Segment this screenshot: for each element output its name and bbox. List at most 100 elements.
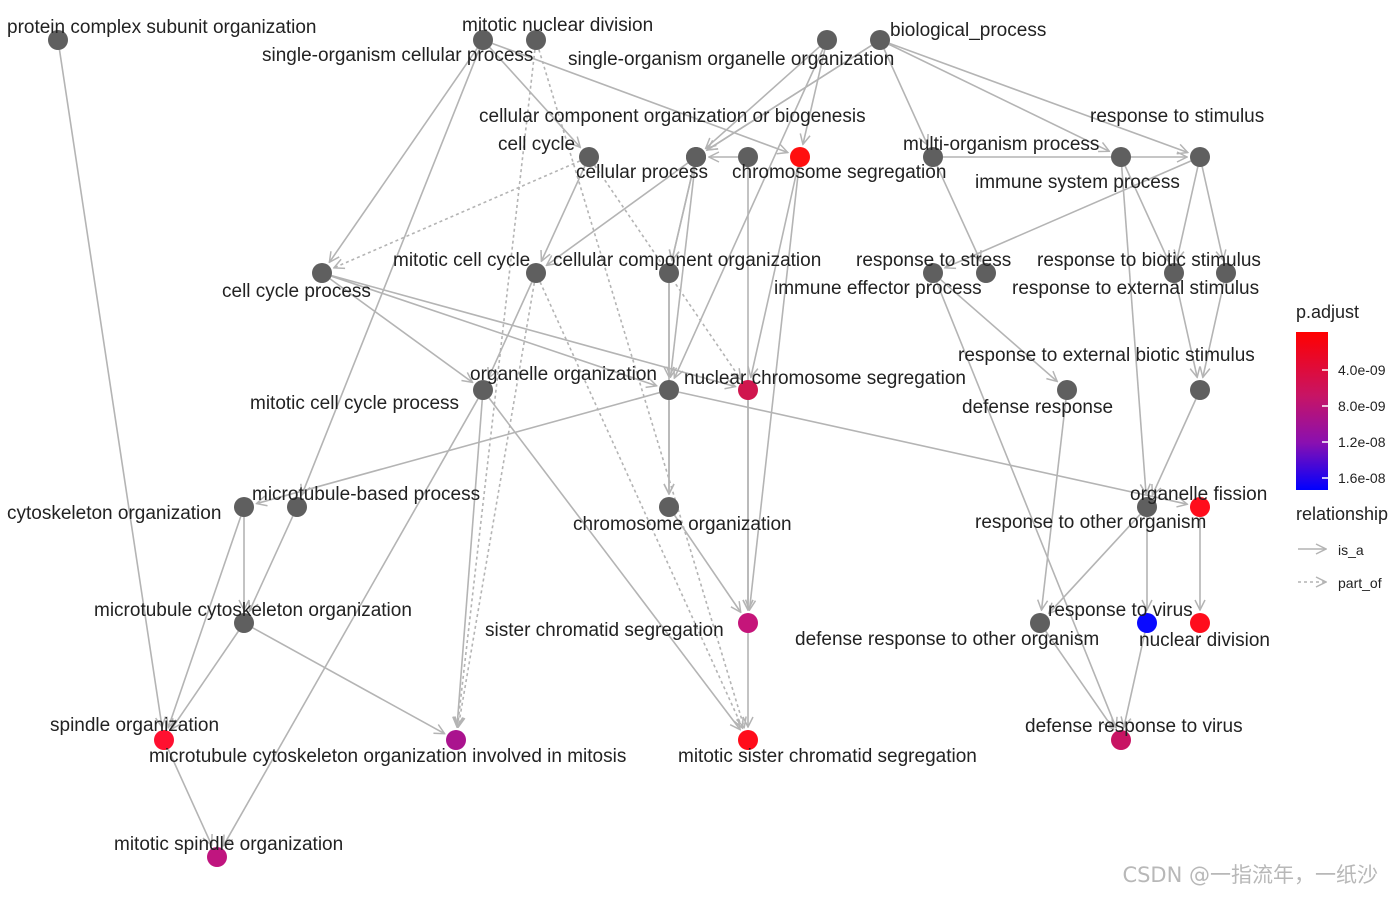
node-iep: [976, 263, 996, 283]
node-ncs: [738, 380, 758, 400]
node-label-mscs: mitotic sister chromatid segregation: [678, 746, 977, 767]
node-label-rts: response to stimulus: [1090, 106, 1264, 127]
node-label-scs: sister chromatid segregation: [485, 620, 724, 641]
node-cp: [686, 147, 706, 167]
node-label-mcc: mitotic cell cycle: [393, 250, 530, 271]
node-label-iep: immune effector process: [774, 278, 982, 299]
node-label-mbp: microtubule-based process: [252, 484, 480, 505]
node-bp: [870, 30, 890, 50]
node-mnd: [526, 30, 546, 50]
edge-is-a: [168, 516, 242, 727]
node-socp: [473, 30, 493, 50]
node-mop: [1111, 147, 1131, 167]
node-label-oo: organelle organization: [470, 364, 657, 385]
node-label-rtst: response to stress: [856, 250, 1011, 271]
edge-is-a: [252, 627, 445, 734]
node-mco: [234, 613, 254, 633]
edge-is-a: [1152, 398, 1197, 495]
node-label-rtes: response to external stimulus: [1012, 278, 1259, 299]
node-mcc: [526, 263, 546, 283]
edge-is-a: [167, 748, 212, 845]
edge-is-a: [58, 49, 162, 727]
node-label-drtv: defense response to virus: [1025, 716, 1243, 737]
node-nd: [1190, 613, 1210, 633]
node-label-ncs: nuclear chromosome segregation: [684, 368, 966, 389]
node-label-mccp: mitotic cell cycle process: [250, 393, 459, 414]
edge-is-a: [707, 44, 872, 150]
node-rtoo: [1137, 497, 1157, 517]
node-label-rtoo: response to other organism: [975, 512, 1206, 533]
edge-is-a: [935, 281, 1116, 728]
node-rtst: [923, 263, 943, 283]
edge-is-a: [541, 165, 586, 261]
node-label-mop: multi-organism process: [903, 134, 1099, 155]
node-label-drtoo: defense response to other organism: [795, 629, 1099, 650]
edge-is-a: [1203, 282, 1225, 378]
edge-is-a: [1045, 630, 1114, 729]
edge-is-a: [488, 281, 533, 378]
node-label-socp: single-organism cellular process: [262, 45, 533, 66]
edge-is-a: [1201, 166, 1223, 261]
edge-is-a: [489, 46, 581, 147]
legend-tick-label: 4.0e-09: [1338, 362, 1386, 378]
node-scs: [738, 613, 758, 633]
node-rts: [1190, 147, 1210, 167]
edge-is-a: [257, 391, 660, 504]
node-label-mnd: mitotic nuclear division: [462, 15, 653, 36]
edge-is-a: [883, 48, 928, 145]
edge-is-a: [329, 278, 472, 382]
edge-is-a: [249, 515, 294, 611]
edge-is-a: [329, 47, 478, 262]
edge-is-a: [223, 398, 479, 846]
node-label-cs: chromosome segregation: [732, 162, 946, 183]
node-label-so: spindle organization: [50, 715, 219, 736]
legend: p.adjust 4.0e-09 8.0e-09 1.2e-08 1.6e-08…: [1296, 302, 1388, 591]
node-mscs: [738, 730, 758, 750]
node-mbp: [287, 497, 307, 517]
edge-is-a: [302, 48, 481, 495]
node-label-cco: cellular component organization: [553, 250, 821, 271]
node-label-rtv: response to virus: [1048, 600, 1193, 621]
node-rtbs: [1164, 263, 1184, 283]
node-label-chro: chromosome organization: [573, 514, 792, 535]
edge-is-a: [803, 49, 826, 145]
node-sooo: [817, 30, 837, 50]
node-co: [234, 497, 254, 517]
node-ccp: [312, 263, 332, 283]
node-label-ccp: cell cycle process: [222, 281, 371, 302]
legend-tick-label: 1.6e-08: [1338, 470, 1386, 486]
node-so: [154, 730, 174, 750]
edge-is-a: [492, 42, 787, 152]
node-label-mso: mitotic spindle organization: [114, 834, 343, 855]
node-label-mcoim: microtubule cytoskeleton organization in…: [149, 746, 626, 767]
edge-is-a: [940, 278, 1058, 382]
edge-is-a: [1124, 165, 1168, 261]
node-rtv: [1137, 613, 1157, 633]
edge-layer: [58, 42, 1225, 846]
edge-is-a: [331, 274, 736, 387]
node-of: [1190, 497, 1210, 517]
node-isp: [923, 147, 943, 167]
node-cco: [659, 263, 679, 283]
node-mso: [207, 847, 227, 867]
legend-tick-label: 1.2e-08: [1338, 434, 1386, 450]
node-rtebs: [1190, 380, 1210, 400]
node-label-ccob: cellular component organization or bioge…: [479, 106, 866, 127]
node-label-bp: biological_process: [890, 20, 1046, 41]
edge-is-a: [749, 166, 800, 610]
edge-is-a: [889, 42, 1187, 152]
edge-is-a: [936, 165, 980, 261]
legend-color-bar: [1296, 332, 1328, 490]
edge-is-a: [1124, 632, 1146, 728]
edge-is-a: [670, 166, 696, 377]
edge-is-a: [547, 162, 689, 265]
edge-is-a: [331, 275, 656, 386]
node-oo: [659, 380, 679, 400]
edge-is-a: [672, 166, 695, 261]
edge-is-a: [1049, 513, 1141, 613]
node-label-rtbs: response to biotic stimulus: [1037, 250, 1261, 271]
edge-is-a: [673, 514, 741, 612]
node-mccp: [473, 380, 493, 400]
edge-is-a: [888, 43, 1109, 151]
node-rtes: [1216, 263, 1236, 283]
